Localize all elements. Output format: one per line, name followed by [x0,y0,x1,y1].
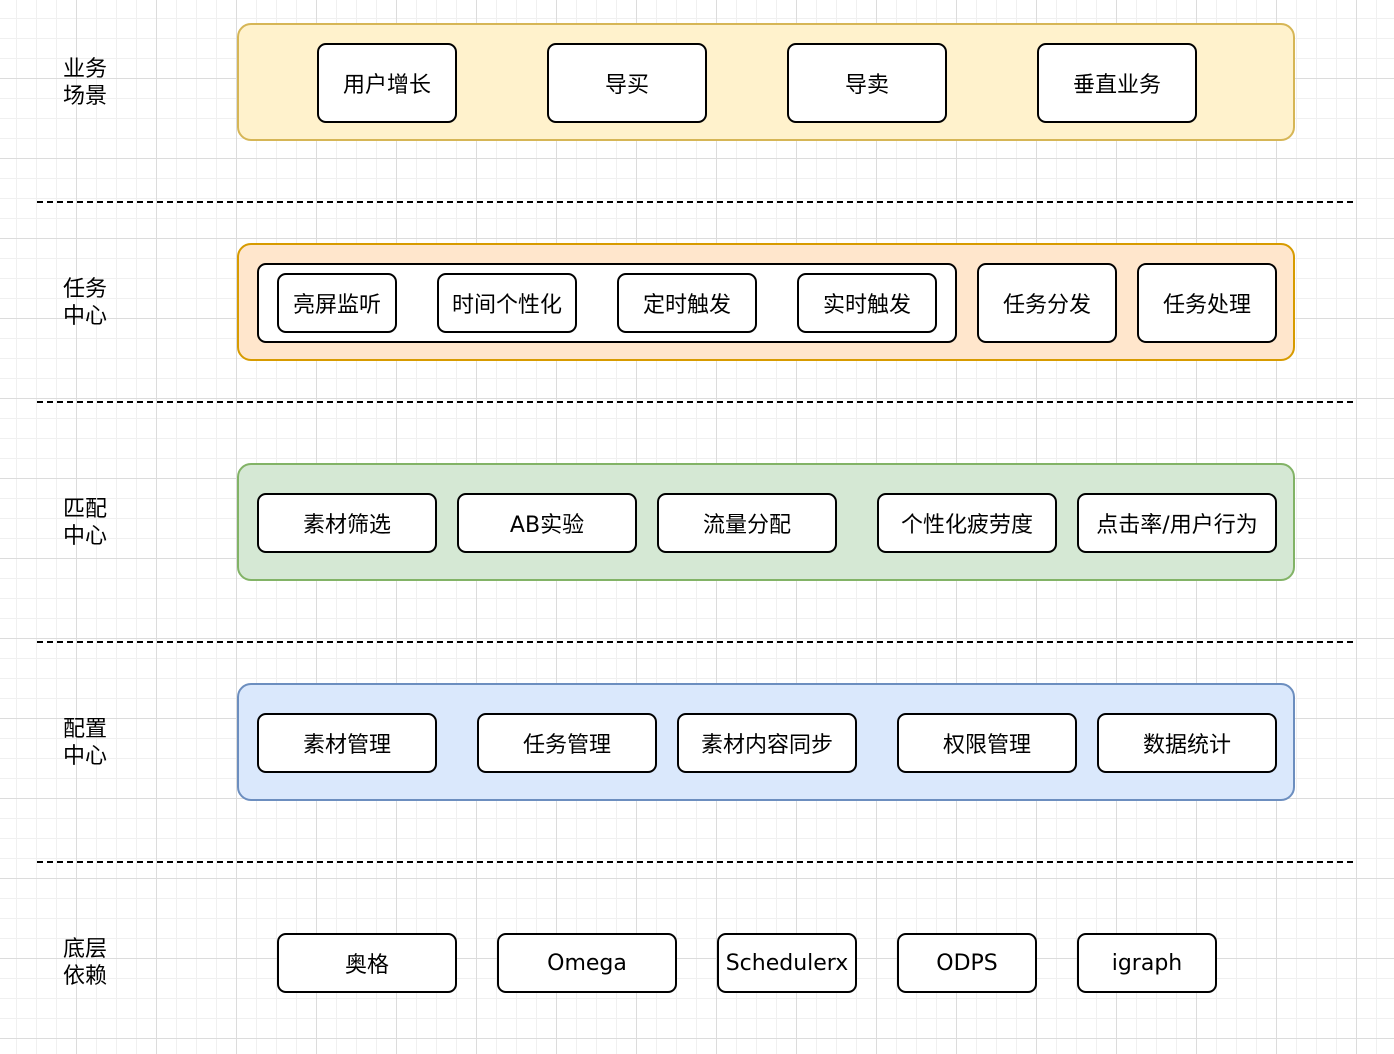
match-box: 个性化疲劳度 [877,493,1057,553]
match-box: 素材筛选 [257,493,437,553]
layer-divider [37,401,1353,403]
layer-label-foundation: 底层 依赖 [63,936,113,990]
layer-label-line: 配置 [63,717,108,742]
dependency-box: Schedulerx [717,933,857,993]
trigger-box: 定时触发 [617,273,757,333]
business-box: 导卖 [787,43,947,123]
layer-label-line: 场景 [63,84,108,109]
layer-label-config: 配置 中心 [63,716,113,770]
match-box: AB实验 [457,493,637,553]
business-box: 用户增长 [317,43,457,123]
layer-divider [37,861,1353,863]
layer-label-match: 匹配 中心 [63,496,113,550]
dependency-box: ODPS [897,933,1037,993]
layer-label-business: 业务 场景 [63,56,113,110]
task-box: 任务分发 [977,263,1117,343]
layer-label-line: 中心 [63,304,108,329]
layer-label-line: 匹配 [63,497,108,522]
match-box: 点击率/用户行为 [1077,493,1277,553]
match-box: 流量分配 [657,493,837,553]
business-box: 垂直业务 [1037,43,1197,123]
layer-label-line: 中心 [63,744,108,769]
layer-label-line: 任务 [63,277,108,302]
layer-label-task: 任务 中心 [63,276,113,330]
config-box: 数据统计 [1097,713,1277,773]
business-box: 导买 [547,43,707,123]
layer-label-line: 中心 [63,524,108,549]
trigger-box: 亮屏监听 [277,273,397,333]
layer-divider [37,201,1353,203]
dependency-box: igraph [1077,933,1217,993]
layer-label-line: 底层 [63,937,108,962]
config-box: 素材内容同步 [677,713,857,773]
layer-label-line: 业务 [63,57,108,82]
config-box: 权限管理 [897,713,1077,773]
config-box: 素材管理 [257,713,437,773]
trigger-box: 时间个性化 [437,273,577,333]
dependency-box: 奥格 [277,933,457,993]
layer-divider [37,641,1353,643]
task-box: 任务处理 [1137,263,1277,343]
dependency-box: Omega [497,933,677,993]
trigger-box: 实时触发 [797,273,937,333]
layer-label-line: 依赖 [63,964,108,989]
config-box: 任务管理 [477,713,657,773]
